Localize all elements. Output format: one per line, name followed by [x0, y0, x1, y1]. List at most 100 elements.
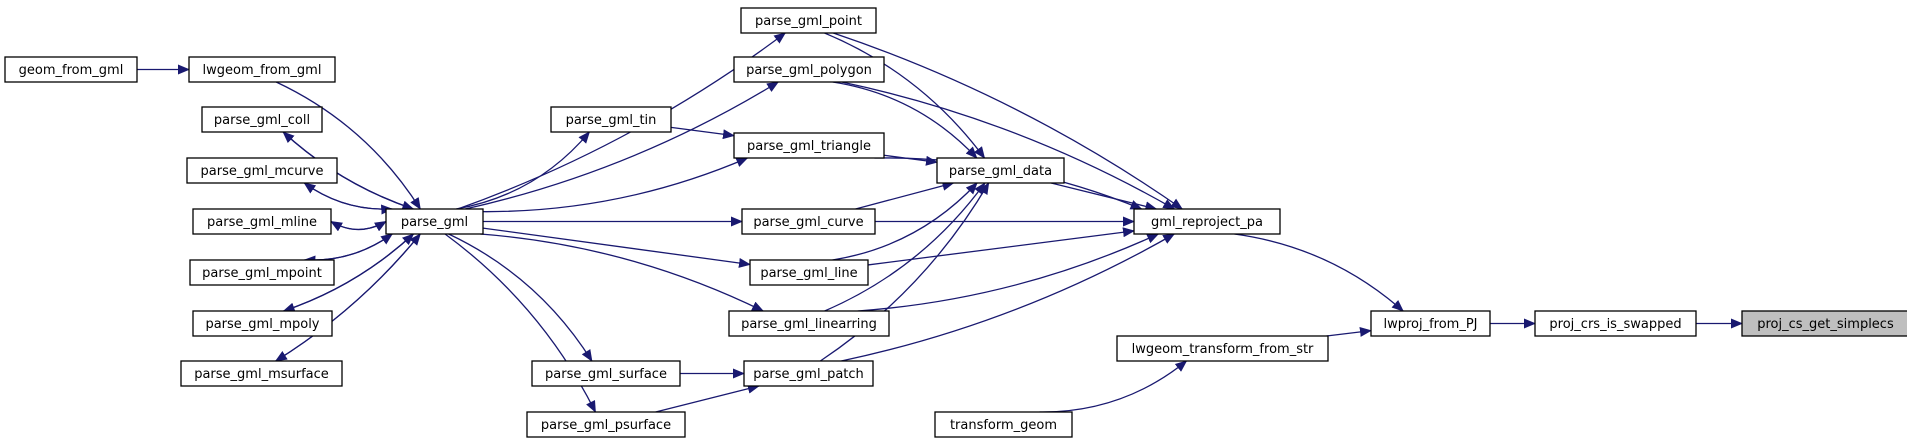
node-parse-gml-psurface[interactable]: parse_gml_psurface	[526, 411, 686, 438]
edge-parse_gml_tin-to-parse_gml_triangle	[670, 126, 735, 140]
edge-parse_gml_point-to-gml_reproject_pa	[833, 32, 1184, 210]
nodes-layer: proj_cs_get_simplecsproj_crs_is_swappedl…	[4, 7, 1907, 438]
node-label: proj_cs_get_simplecs	[1757, 317, 1894, 332]
node-label: parse_gml_point	[755, 14, 862, 29]
node-parse-gml-mcurve[interactable]: parse_gml_mcurve	[186, 157, 338, 184]
node-box	[189, 259, 335, 286]
node-box	[749, 259, 869, 286]
node-label: parse_gml	[401, 215, 468, 230]
node-parse-gml[interactable]: parse_gml	[385, 208, 484, 235]
node-box	[192, 208, 332, 235]
edge-parse_gml_curve-to-parse_gml_data	[855, 180, 955, 210]
node-label: parse_gml_mcurve	[201, 164, 324, 179]
edge-parse_gml_patch-to-gml_reproject_pa	[841, 233, 1176, 362]
node-label: parse_gml_curve	[753, 215, 863, 230]
node-box	[733, 132, 885, 159]
node-box	[741, 208, 876, 235]
edge-parse_gml_psurface-to-parse_gml_patch	[655, 383, 760, 413]
node-box	[934, 411, 1073, 438]
node-parse-gml-mline[interactable]: parse_gml_mline	[192, 208, 332, 235]
edge-parse_gml-to-parse_gml_mpoint	[303, 233, 393, 266]
edge-parse_gml-to-parse_gml_line	[482, 227, 751, 268]
node-box	[180, 360, 343, 387]
node-geom-from-gml[interactable]: geom_from_gml	[4, 56, 138, 83]
node-label: parse_gml_linearring	[741, 317, 877, 332]
node-parse-gml-mpoint[interactable]: parse_gml_mpoint	[189, 259, 335, 286]
node-label: parse_gml_mpoint	[202, 266, 322, 281]
edge-parse_gml_polygon-to-gml_reproject_pa	[841, 81, 1176, 210]
node-gml-reproject-pa[interactable]: gml_reproject_pa	[1133, 208, 1281, 235]
edge-parse_gml-to-parse_gml_polygon	[465, 81, 780, 210]
node-proj-cs-get-simplecs[interactable]: proj_cs_get_simplecs	[1741, 310, 1907, 337]
node-lwgeom-transform-from-str[interactable]: lwgeom_transform_from_str	[1116, 335, 1329, 362]
edge-parse_gml-to-parse_gml_coll	[282, 131, 414, 210]
edge-transform_geom-to-lwgeom_transform_from_str	[1039, 360, 1188, 413]
node-parse-gml-surface[interactable]: parse_gml_surface	[531, 360, 681, 387]
edge-parse_gml-to-parse_gml_mpoly	[282, 233, 414, 313]
node-parse-gml-linearring[interactable]: parse_gml_linearring	[728, 310, 890, 337]
node-box	[1741, 310, 1907, 337]
node-parse-gml-curve[interactable]: parse_gml_curve	[741, 208, 876, 235]
edge-parse_gml-to-parse_gml_linearring	[480, 233, 765, 312]
node-box	[526, 411, 686, 438]
node-parse-gml-coll[interactable]: parse_gml_coll	[201, 106, 323, 133]
node-parse-gml-tin[interactable]: parse_gml_tin	[550, 106, 672, 133]
node-parse-gml-msurface[interactable]: parse_gml_msurface	[180, 360, 343, 387]
node-box	[1534, 310, 1697, 337]
edge-lwgeom_from_gml-to-parse_gml	[275, 81, 421, 210]
node-box	[4, 56, 138, 83]
node-label: lwproj_from_PJ	[1383, 317, 1477, 332]
node-box	[186, 157, 338, 184]
node-label: lwgeom_from_gml	[203, 63, 322, 78]
node-parse-gml-line[interactable]: parse_gml_line	[749, 259, 869, 286]
node-label: parse_gml_surface	[545, 367, 667, 382]
edge-parse_gml_linearring-to-parse_gml_data	[824, 182, 986, 312]
edge-parse_gml-to-parse_gml_surface	[448, 233, 593, 362]
node-parse-gml-point[interactable]: parse_gml_point	[740, 7, 877, 34]
edge-parse_gml_line-to-gml_reproject_pa	[867, 227, 1135, 266]
edge-parse_gml-to-parse_gml_tin	[456, 131, 591, 210]
node-label: parse_gml_psurface	[541, 418, 671, 433]
edge-parse_gml_line-to-parse_gml_data	[832, 182, 978, 261]
node-box	[728, 310, 890, 337]
edge-parse_gml_mpoint-to-parse_gml	[304, 233, 394, 261]
node-box	[936, 157, 1065, 184]
node-parse-gml-patch[interactable]: parse_gml_patch	[743, 360, 874, 387]
node-label: parse_gml_msurface	[194, 367, 329, 382]
node-label: parse_gml_line	[760, 266, 857, 281]
node-parse-gml-data[interactable]: parse_gml_data	[936, 157, 1065, 184]
node-label: gml_reproject_pa	[1151, 215, 1263, 230]
node-label: lwgeom_transform_from_str	[1132, 342, 1314, 357]
edge-parse_gml_patch-to-parse_gml_data	[819, 182, 990, 362]
node-box	[1370, 310, 1491, 337]
node-parse-gml-polygon[interactable]: parse_gml_polygon	[733, 56, 885, 83]
edge-lwgeom_transform_from_str-to-lwproj_from_PJ	[1326, 326, 1372, 337]
edge-parse_gml_triangle-to-parse_gml_data	[883, 154, 938, 166]
edge-parse_gml-to-parse_gml_mline	[330, 220, 387, 232]
node-label: parse_gml_coll	[214, 113, 310, 128]
node-proj-crs-is-swapped[interactable]: proj_crs_is_swapped	[1534, 310, 1697, 337]
node-label: parse_gml_patch	[753, 367, 864, 382]
node-lwgeom-from-gml[interactable]: lwgeom_from_gml	[188, 56, 336, 83]
node-box	[188, 56, 336, 83]
node-label: geom_from_gml	[19, 63, 124, 78]
node-box	[531, 360, 681, 387]
node-box	[1133, 208, 1281, 235]
edge-parse_gml_polygon-to-parse_gml_data	[832, 81, 978, 159]
node-box	[743, 360, 874, 387]
node-box	[192, 310, 333, 337]
node-label: parse_gml_mline	[207, 215, 317, 230]
node-label: parse_gml_mpoly	[205, 317, 319, 332]
node-transform-geom[interactable]: transform_geom	[934, 411, 1073, 438]
node-label: parse_gml_data	[949, 164, 1052, 179]
edge-parse_gml-to-parse_gml_triangle	[482, 157, 749, 213]
node-lwproj-from-PJ[interactable]: lwproj_from_PJ	[1370, 310, 1491, 337]
edge-parse_gml_msurface-to-parse_gml	[275, 233, 421, 362]
edge-parse_gml-to-parse_gml_mcurve	[303, 182, 393, 210]
node-parse-gml-mpoly[interactable]: parse_gml_mpoly	[192, 310, 333, 337]
edge-parse_gml_linearring-to-gml_reproject_pa	[857, 233, 1160, 312]
node-box	[201, 106, 323, 133]
node-label: parse_gml_tin	[566, 113, 657, 128]
node-parse-gml-triangle[interactable]: parse_gml_triangle	[733, 132, 885, 159]
